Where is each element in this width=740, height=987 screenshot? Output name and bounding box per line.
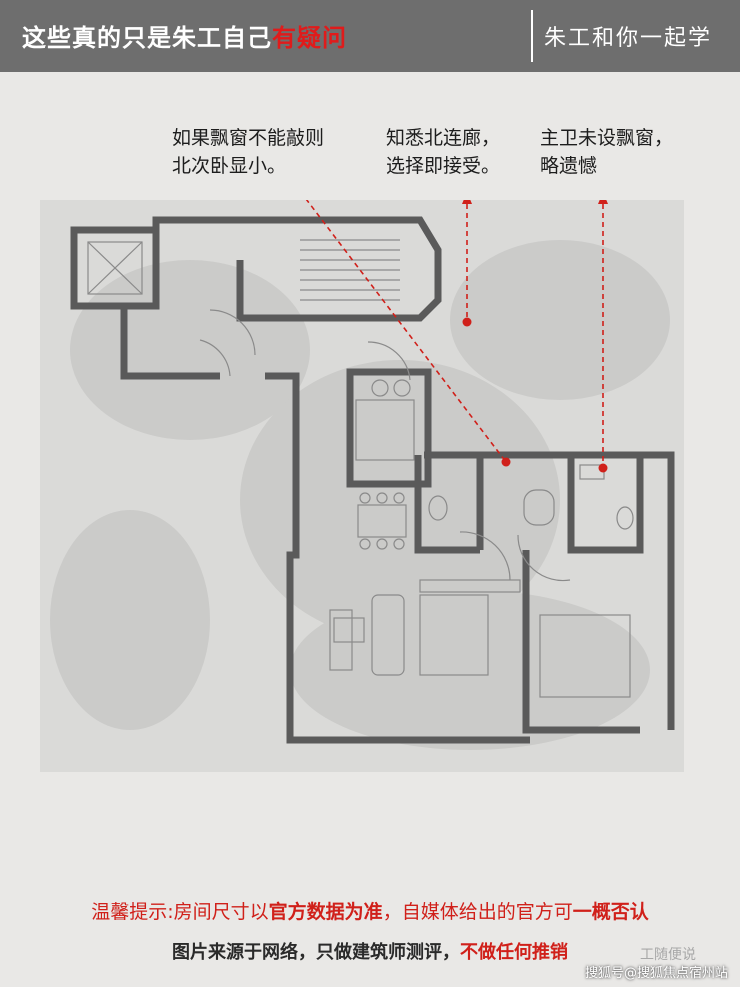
dining-chair (393, 492, 405, 504)
walls (70, 216, 675, 744)
notice-emphasis: 官方数据为准 (268, 901, 383, 923)
kitchen-wall (346, 368, 432, 488)
arrow-markers (462, 200, 608, 473)
arrow-dot (462, 317, 472, 327)
wardrobe (419, 579, 521, 593)
brand-label: 朱工和你一起学 (544, 26, 713, 51)
watercolor-wash (50, 240, 670, 750)
tv-unit (329, 609, 353, 671)
annotation-line: 略遗憾 (540, 155, 598, 177)
dining-chair (376, 538, 388, 550)
annotation-line: 如果飘窗不能敲则 (172, 127, 325, 149)
stair-hall-wall (152, 216, 442, 322)
faded-watermark: 工随便说 (640, 947, 696, 963)
annotation-north-bedroom: 如果飘窗不能敲则 北次卧显小。 (172, 124, 324, 180)
header-bar: 这些真的只是朱工自己有疑问 朱工和你一起学 (0, 0, 740, 72)
master-bath-wall (567, 455, 644, 554)
dining-chair (359, 538, 371, 550)
header-divider (531, 10, 533, 62)
bedroom-divider-wall (522, 550, 640, 734)
dining-chair (393, 538, 405, 550)
stove-burner (371, 379, 389, 397)
notice-text: ，自媒体给出的官方可 (382, 901, 573, 923)
notice-text: 图片来源于网络，只做建筑师测评， (172, 942, 460, 963)
stair-treads (300, 239, 400, 301)
dining-chair (359, 492, 371, 504)
door-swing (459, 531, 511, 581)
notice-text: 温馨提示:房间尺寸以 (91, 901, 269, 923)
bed-master (539, 614, 631, 698)
arrow-head (598, 200, 608, 204)
annotation-line: 选择即接受。 (386, 155, 501, 177)
annotation-line: 北次卧显小。 (172, 155, 287, 177)
annotation-north-corridor: 知悉北连廊， 选择即接受。 (386, 124, 500, 180)
door-swing (199, 339, 231, 377)
title-highlight: 有疑问 (272, 24, 347, 52)
arrow-dot (598, 463, 608, 473)
coffee-table (333, 617, 365, 643)
floor-plan (50, 200, 675, 750)
door-swing (517, 534, 571, 582)
bed-north (419, 594, 489, 676)
annotation-line: 知悉北连廊， (386, 127, 501, 149)
annotation-line: 主卫未设飘窗， (540, 127, 674, 149)
west-exterior-wall (265, 372, 330, 744)
elevator-x (87, 241, 143, 295)
bath-top-wall (424, 451, 675, 730)
toilet (428, 495, 448, 521)
arrow-dot (501, 457, 511, 467)
dining-table (357, 504, 407, 538)
title-prefix: 这些真的只是朱工自己 (22, 24, 272, 52)
notice-line-2: 图片来源于网络，只做建筑师测评，不做任何推销 (0, 938, 740, 964)
notice-emphasis: 不做任何推销 (460, 942, 568, 963)
arrow-north-bedroom (305, 200, 507, 463)
stair-core-wall (70, 226, 160, 310)
notice-line-1: 温馨提示:房间尺寸以官方数据为准，自媒体给出的官方可一概否认 (0, 897, 740, 924)
fixtures (87, 239, 634, 698)
toilet (616, 506, 634, 530)
kitchen-island (355, 399, 415, 461)
sohu-watermark: 搜狐号@搜狐焦点宿州站 (584, 966, 728, 981)
stove-burner (393, 379, 411, 397)
notice-emphasis: 一概否认 (572, 901, 649, 923)
bath-1-wall (414, 455, 480, 554)
service-wall (120, 306, 220, 380)
arrow-head (462, 200, 472, 204)
annotation-arrows (305, 200, 604, 468)
dining-chair (376, 492, 388, 504)
page-title: 这些真的只是朱工自己有疑问 (22, 18, 347, 53)
annotation-master-bath: 主卫未设飘窗， 略遗憾 (540, 124, 673, 180)
sofa (371, 594, 405, 676)
elevator-box (87, 241, 143, 295)
door-swing (209, 309, 256, 356)
bathtub (523, 489, 555, 526)
door-swing (367, 341, 411, 381)
